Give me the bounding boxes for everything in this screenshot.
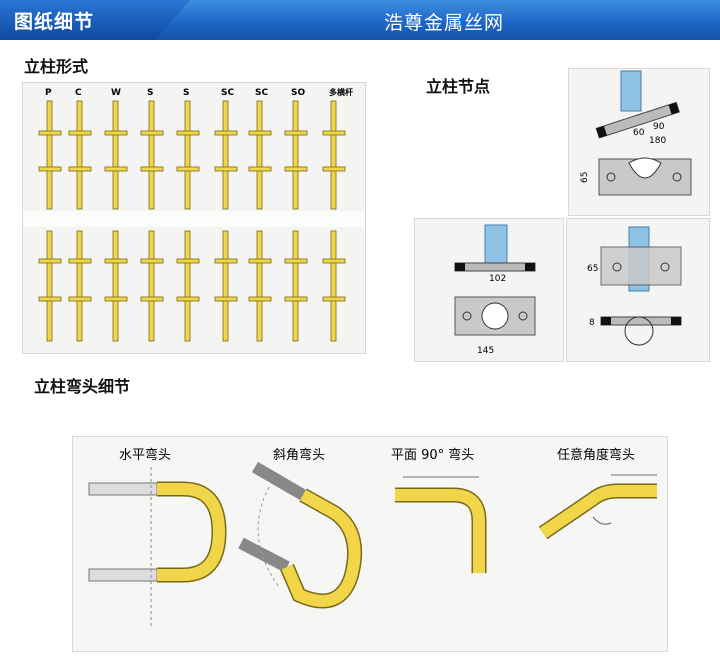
oblique-bend-shape (238, 461, 363, 609)
post-type-label: S (147, 88, 153, 98)
bend-details-drawing: 水平弯头 斜角弯头 平面 90° 弯头 任意角度弯头 (72, 436, 668, 652)
post-figure (322, 100, 346, 342)
node-bl-svg: 102 145 (454, 224, 536, 356)
post-type-labels: P C W S S SC SC SO 多横杆 (45, 87, 353, 98)
dim-60: 60 (633, 128, 645, 138)
post-forms-svg: P C W S S SC SC SO 多横杆 (23, 87, 365, 342)
bend-details-svg: 水平弯头 斜角弯头 平面 90° 弯头 任意角度弯头 (88, 447, 657, 627)
post-figure (248, 100, 272, 342)
header-bar: 图纸细节 浩尊金属丝网 (0, 0, 720, 40)
dim-180: 180 (649, 136, 666, 146)
post-type-label: SC (221, 88, 234, 98)
post-figure (176, 100, 200, 342)
post-figure (68, 100, 92, 342)
overlay-stripe (23, 211, 365, 227)
section-title-bend-details: 立柱弯头细节 (34, 377, 131, 396)
pipe-shape (484, 224, 508, 266)
dim-65-bottom: 65 (587, 264, 598, 274)
post-type-label: P (45, 88, 52, 98)
brand-name: 浩尊金属丝网 (384, 12, 505, 34)
horizontal-bend-shape (88, 467, 227, 627)
node-drawing-bottom-left: 102 145 (414, 218, 564, 362)
node-br-svg: 65 8 (587, 226, 682, 346)
bend-label-any-angle: 任意角度弯头 (557, 447, 635, 463)
post-figure (104, 100, 128, 342)
node-top-svg: 60 90 180 65 (580, 70, 692, 196)
header-title-block (0, 0, 190, 40)
page-title: 图纸细节 (14, 11, 95, 33)
post-forms-drawing: P C W S S SC SC SO 多横杆 (22, 82, 366, 354)
post-figure (214, 100, 238, 342)
any-angle-bend-shape (538, 474, 657, 540)
post-type-label: SC (255, 88, 268, 98)
dim-65-top: 65 (580, 172, 590, 183)
plate-side-view (600, 246, 682, 286)
section-title-post-forms: 立柱形式 (24, 57, 89, 76)
post-figure (38, 100, 62, 342)
bend-label-plane-90: 平面 90° 弯头 (391, 447, 474, 463)
dim-90: 90 (653, 122, 665, 132)
node-drawing-bottom-right: 65 8 (566, 218, 710, 362)
post-type-label: 多横杆 (329, 87, 353, 97)
post-type-label: S (183, 88, 189, 98)
post-figure (140, 100, 164, 342)
post-type-label: SO (291, 88, 305, 98)
section-title-post-nodes: 立柱节点 (426, 77, 491, 96)
plane-90-bend-shape (395, 476, 487, 573)
bend-label-oblique: 斜角弯头 (273, 447, 325, 463)
bend-label-horizontal: 水平弯头 (119, 447, 171, 463)
post-type-label: W (111, 88, 121, 98)
post-drawings (38, 100, 346, 342)
pipe-shape (620, 70, 642, 112)
dim-8: 8 (589, 318, 595, 328)
dim-102: 102 (489, 274, 506, 284)
dim-145: 145 (477, 346, 494, 356)
node-drawing-top: 60 90 180 65 (568, 68, 710, 216)
post-type-label: C (75, 88, 82, 98)
post-figure (284, 100, 308, 342)
